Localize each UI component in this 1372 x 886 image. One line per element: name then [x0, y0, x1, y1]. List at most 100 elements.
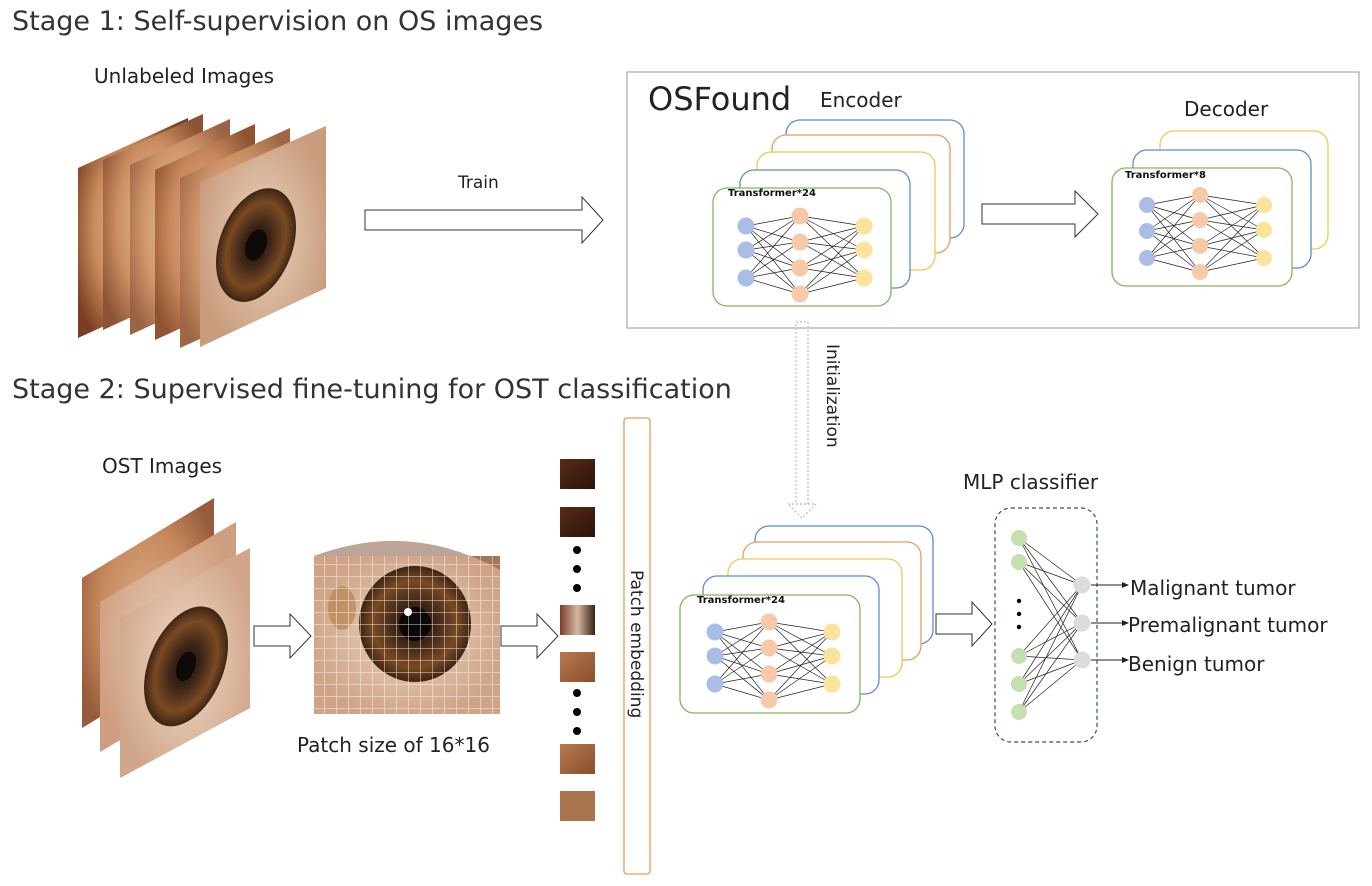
mlp-output-node [1073, 651, 1091, 669]
network-node [791, 259, 809, 277]
network-edge [745, 267, 801, 279]
network-edge [799, 215, 865, 251]
ost-image-stack [82, 498, 250, 778]
osfound-label: OSFound [648, 80, 792, 118]
ost-images-label: OST Images [102, 454, 223, 478]
network-node [855, 269, 873, 287]
ellipsis-dot [573, 708, 581, 716]
network-edge [1199, 204, 1265, 247]
network-edge [745, 215, 801, 227]
network-edge [1199, 229, 1265, 273]
mlp-edge [1018, 659, 1083, 685]
mlp-edge [1018, 561, 1083, 624]
network-edge [768, 621, 833, 657]
network-edge [1199, 219, 1265, 231]
output-malignant-label: Malignant tumor [1130, 576, 1296, 600]
network-node [706, 623, 724, 641]
network-node [791, 207, 809, 225]
network-edge [768, 631, 833, 649]
network-edge [1146, 194, 1201, 206]
network-edge [799, 267, 865, 279]
network-edge [714, 683, 770, 701]
network-edge [714, 647, 770, 685]
mlp-input-node [1011, 530, 1027, 546]
mlp-edge [1018, 659, 1083, 713]
network-node [1139, 197, 1155, 213]
patch-sequence [560, 459, 595, 821]
ellipsis-dot [1016, 611, 1022, 617]
network-node [791, 285, 809, 303]
patch-tile [560, 605, 595, 635]
patch-embedding-box [623, 417, 651, 875]
network-edge [799, 225, 865, 243]
network-edge [745, 241, 801, 251]
network-edge [1199, 257, 1265, 273]
network-edge [1199, 245, 1265, 259]
ellipsis-dot [573, 565, 581, 573]
network-edge [1199, 204, 1265, 273]
network-edge [714, 647, 770, 657]
network-edge [799, 249, 865, 295]
mlp-input-node [1011, 676, 1027, 692]
network-edge [714, 621, 770, 657]
network-edge [799, 241, 865, 251]
patch-to-sequence-arrow [500, 612, 559, 660]
network-edge [768, 683, 833, 701]
mlp-edge [1018, 584, 1083, 657]
mlp-edge [1018, 561, 1083, 661]
network-node [823, 623, 841, 641]
ellipsis-dot [573, 546, 581, 554]
mlp-edge [1018, 537, 1083, 661]
network-edge [1146, 204, 1201, 221]
patch-tile [560, 507, 595, 537]
network-node [1192, 187, 1208, 203]
network-edge [714, 655, 770, 675]
network-node [1139, 250, 1155, 266]
network-edge [1146, 257, 1201, 273]
network-node [760, 639, 778, 657]
encoder-stack [712, 119, 965, 307]
decoder-label: Decoder [1184, 97, 1269, 121]
network-edge [1146, 219, 1201, 232]
network-edge [745, 249, 801, 295]
ellipsis-dot [573, 689, 581, 697]
network-edge [768, 647, 833, 657]
network-edge [768, 631, 833, 675]
network-edge [768, 655, 833, 675]
network-node [1192, 264, 1208, 280]
ost-to-patch-arrow [253, 612, 312, 660]
patch-tile [560, 791, 595, 821]
mlp-edge [1018, 622, 1083, 657]
encoder-transformer-label: Transformer*24 [728, 188, 816, 199]
patch-size-label: Patch size of 16*16 [297, 733, 490, 757]
network-node [1139, 223, 1155, 239]
network-node [823, 675, 841, 693]
network-edge [714, 621, 770, 685]
mlp-edge [1018, 537, 1083, 586]
network-edge [799, 225, 865, 295]
network-node [791, 233, 809, 251]
ellipsis-dot [1016, 598, 1022, 604]
network-edge [799, 249, 865, 269]
patch-grid-image [314, 540, 500, 714]
mlp-edge [1018, 622, 1083, 685]
network-node [706, 647, 724, 665]
network-node [823, 647, 841, 665]
stage2-title: Stage 2: Supervised fine-tuning for OST … [12, 374, 732, 405]
patch-tile [560, 652, 595, 682]
ellipsis-dot [1016, 624, 1022, 630]
network-edge [714, 631, 770, 649]
ellipsis-dot [573, 584, 581, 592]
network-edge [768, 673, 833, 685]
train-arrow [364, 195, 604, 245]
network-edge [1199, 204, 1265, 221]
mlp-classifier-label: MLP classifier [963, 470, 1099, 494]
network-edge [768, 621, 833, 633]
output-premalignant-label: Premalignant tumor [1128, 613, 1328, 637]
network-edge [745, 277, 801, 295]
network-node [1192, 212, 1208, 228]
mlp-edge [1018, 622, 1083, 713]
network-edge [745, 215, 801, 279]
network-edge [745, 241, 801, 279]
network-edge [799, 215, 865, 227]
